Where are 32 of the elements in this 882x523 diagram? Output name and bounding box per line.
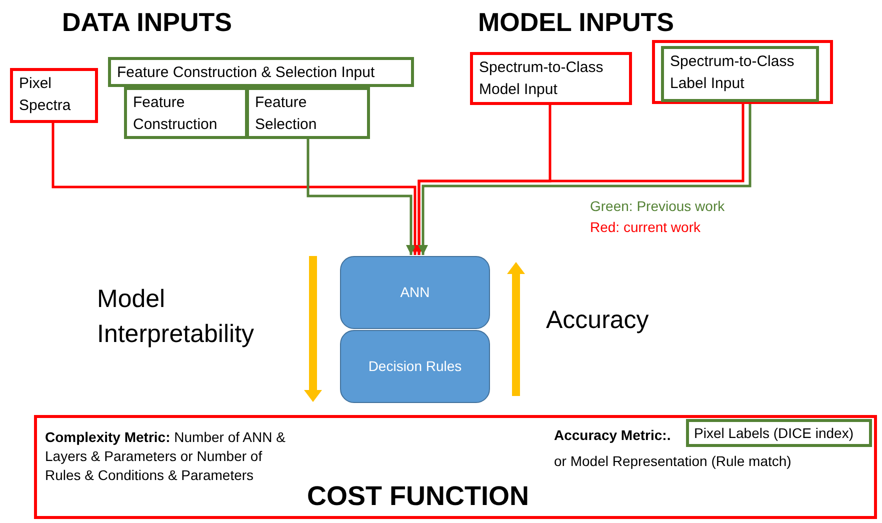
box-label: Pixel Labels (DICE index): [694, 424, 854, 442]
box-label: Feature Construction & Selection Input: [117, 63, 376, 83]
box-label: Feature Selection: [255, 93, 318, 135]
input-box: [108, 57, 414, 87]
box-label: ANN: [399, 282, 431, 302]
input-box: [661, 46, 819, 102]
highlight-box: [686, 419, 872, 447]
input-box: [246, 87, 370, 139]
axis-label: Accuracy: [546, 305, 649, 336]
section-heading: DATA INPUTS: [62, 6, 232, 39]
legend-text: Green: Previous work: [590, 197, 725, 216]
arrow: [52, 123, 420, 255]
metric-heading: Accuracy Metric:.: [554, 426, 672, 445]
panel-title: COST FUNCTION: [307, 480, 530, 513]
box-label: Pixel Spectra: [19, 74, 72, 116]
cost-function-panel: [34, 415, 877, 519]
section-heading: MODEL INPUTS: [478, 6, 674, 39]
input-box: [10, 68, 98, 123]
metric-text: or Model Representation (Rule match): [554, 452, 792, 471]
arrow: [306, 139, 416, 255]
axis-label: Model Interpretability: [97, 284, 256, 350]
input-box: [124, 87, 248, 139]
box-label: Feature Construction: [133, 93, 218, 135]
metric-text: Complexity Metric: Number of ANN & Layers & Parameters or Number of Rules & Conditions & Parameters: [45, 428, 286, 485]
legend-text: Red: current work: [590, 218, 700, 237]
input-box: [470, 52, 632, 105]
outer-box: [652, 40, 833, 104]
model-box: [340, 256, 490, 329]
box-label: Decision Rules: [367, 356, 463, 376]
box-label: Spectrum-to-Class Model Input: [479, 58, 604, 100]
model-box: [340, 330, 490, 403]
box-label: Spectrum-to-Class Label Input: [670, 52, 796, 94]
